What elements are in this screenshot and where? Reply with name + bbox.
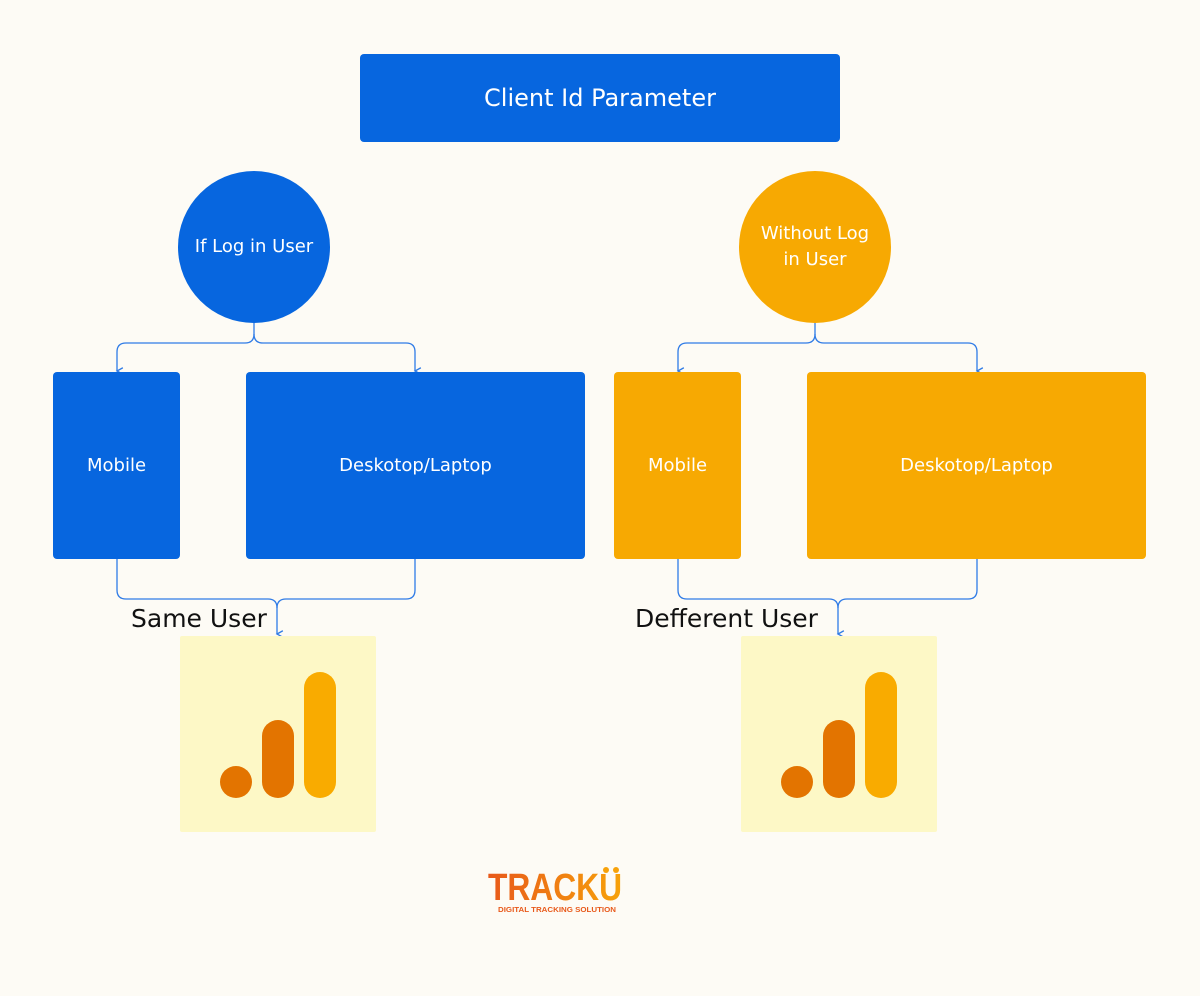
connector-left-merge bbox=[116, 559, 277, 634]
title-text: Client Id Parameter bbox=[484, 84, 716, 112]
left-mobile-label: Mobile bbox=[86, 455, 147, 476]
left-outcome-label: Same User bbox=[131, 604, 267, 633]
logged-in-user-label: If Log in User bbox=[194, 236, 314, 257]
left-desktop-label: Deskotop/Laptop bbox=[339, 455, 492, 476]
right-mobile-label: Mobile bbox=[647, 455, 708, 476]
right-mobile-box: Mobile bbox=[614, 372, 741, 559]
google-analytics-icon bbox=[220, 672, 336, 798]
connector-right-split bbox=[678, 323, 816, 371]
right-outcome-label: Defferent User bbox=[635, 604, 818, 633]
right-analytics-tile bbox=[741, 636, 937, 832]
tracku-logo: TRACKU DIGITAL TRACKING SOLUTION bbox=[470, 862, 640, 916]
left-desktop-box: Deskotop/Laptop bbox=[246, 372, 585, 559]
anonymous-user-label-line1: Without Log bbox=[760, 223, 870, 244]
google-analytics-icon bbox=[781, 672, 897, 798]
anonymous-user-label-line2: in User bbox=[783, 249, 847, 270]
connector-right-merge bbox=[677, 559, 838, 634]
left-mobile-box: Mobile bbox=[53, 372, 180, 559]
svg-text:DIGITAL TRACKING SOLUTION: DIGITAL TRACKING SOLUTION bbox=[498, 907, 616, 914]
svg-text:TRACKU: TRACKU bbox=[488, 867, 622, 909]
logged-in-user-node: If Log in User bbox=[178, 171, 330, 323]
left-analytics-tile bbox=[180, 636, 376, 832]
connector-left-split bbox=[117, 323, 255, 371]
anonymous-user-node: Without Log in User bbox=[739, 171, 891, 323]
right-desktop-box: Deskotop/Laptop bbox=[807, 372, 1146, 559]
right-desktop-label: Deskotop/Laptop bbox=[900, 455, 1053, 476]
title-box: Client Id Parameter bbox=[360, 54, 840, 142]
